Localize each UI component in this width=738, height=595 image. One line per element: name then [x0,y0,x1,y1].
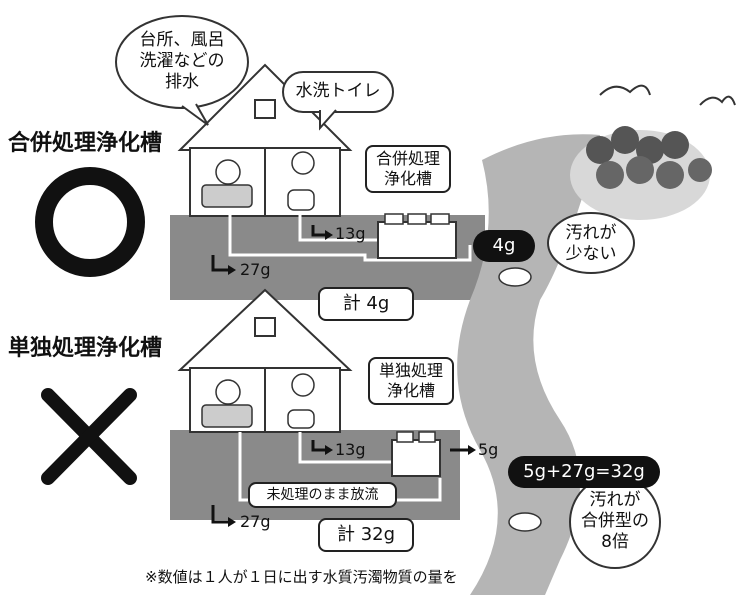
combined-total: 計 4g [318,287,414,321]
single-tank-label: 単独処理 浄化槽 [368,357,454,405]
bird-icon [599,84,736,106]
combined-tank-icon [377,213,457,259]
single-tank-output: 5g [478,440,499,459]
single-river-comment: 汚れが 合併型の 8倍 [581,490,649,552]
circle-icon [35,167,145,277]
toilet-bubble-label: 水洗トイレ [295,81,381,101]
single-title: 単独処理浄化槽 [8,336,163,361]
pipes-top [228,215,472,262]
drain-bubble-label: 台所、風呂 洗濯などの 排水 [139,30,225,92]
house-bottom [177,288,353,433]
arrow-icon [211,225,476,527]
forest [570,126,712,220]
combined-title: 合併処理浄化槽 [8,131,163,156]
speech-bubbles [115,15,661,569]
single-tank-icon [391,431,441,477]
footnote: ※数値は１人が１日に出す水質汚濁物質の量を [145,568,458,586]
combined-output-pill: 4g [473,230,535,262]
house-top [177,63,353,217]
single-total: 計 32g [318,518,414,552]
single-toilet-flow: 13g [335,440,366,459]
single-output-pill: 5g+27g=32g [508,456,660,488]
untreated-label: 未処理のまま放流 [248,482,397,508]
cross-icon [41,388,137,485]
combined-tank-label: 合併処理 浄化槽 [365,145,451,193]
combined-river-comment: 汚れが 少ない [565,223,617,264]
single-drain-flow: 27g [240,512,271,531]
combined-toilet-flow: 13g [335,224,366,243]
fish-icon [498,267,542,532]
combined-drain-flow: 27g [240,260,271,279]
